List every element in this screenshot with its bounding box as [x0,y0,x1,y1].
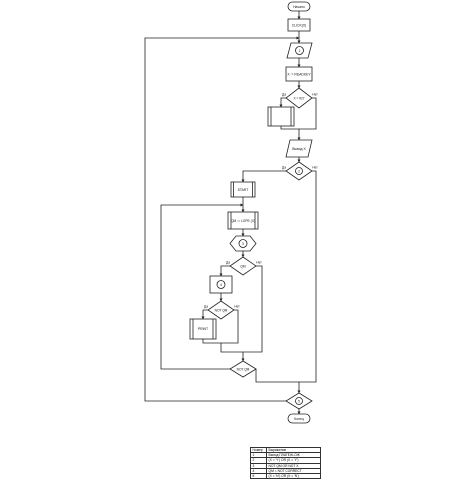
loop-4-label: 4 [220,283,222,287]
legend-number: 5 [250,472,267,480]
decision-5: 5 [285,392,313,410]
no-label: Нет [312,93,318,97]
yes-label: Да [282,166,286,170]
print-process: PRINT [189,318,217,340]
table-row: 4 QM = NOT CORRECT [250,467,321,475]
flow-edges [144,11,317,415]
qm-assign-process: QM := LOPE (X) [227,211,259,230]
decision-x-label: X = #27 [293,97,304,101]
click-process: CLICK(X) [287,18,311,32]
legend-expression: NOT QM OR NOT X [266,462,321,469]
flowchart: Начало CLICK(X) 1 X := READKEY X = #27 Д… [144,1,318,424]
legend-expression: QM = NOT CORRECT [266,467,321,475]
decision-2: 2 Да Нет [282,161,318,181]
yes-label: Да [204,305,208,309]
decision-qm: QM Да Нет [226,256,262,276]
start-process-label: START [238,188,249,192]
decision-x-escape: X = #27 Да Нет [282,87,318,109]
decision-not-qm-exit: NOT QM [229,360,257,378]
legend-expression: (X = 'N') OR (X = 'N') [266,472,321,480]
readkey-process: X := READKEY [285,66,313,82]
end-terminal: Конец [287,413,311,424]
start-terminal: Начало [287,1,311,12]
decision-not-qm-label: NOT QM [215,308,228,312]
loop-1-block: 1 [286,42,313,59]
decision-2-label: 2 [298,169,300,173]
no-label: Нет [256,261,262,265]
no-label: Нет [234,305,240,309]
decision-not-qm-exit-label: NOT QM [237,367,250,371]
loop-1-label: 1 [299,49,301,53]
writeln-block: Вывод X [267,106,295,127]
loop-3-block: 3 [229,235,257,252]
click-label: CLICK(X) [292,24,307,28]
output-label: Вывод X [292,147,306,151]
yes-label: Да [282,93,286,97]
print-label: PRINT [198,327,208,331]
end-label: Конец [294,417,304,421]
no-label: Нет [312,166,318,170]
qm-assign-label: QM := LOPE (X) [231,219,255,223]
decision-not-qm: NOT QM Да Нет [204,300,240,320]
yes-label: Да [226,261,230,265]
start-label: Начало [293,5,305,9]
legend-expression: (X = 'Y') OR (X = 'Y') [266,457,321,464]
output-block: Вывод X [285,139,313,158]
decision-5-label: 5 [298,399,300,403]
readkey-label: X := READKEY [287,73,311,77]
legend-expression: Выход ПЛАТЕЖ-ОЖ [266,452,321,459]
start-process: START [230,181,256,198]
decision-qm-label: QM [240,264,246,268]
legend-table: Номер Выражение 1 Выход ПЛАТЕЖ-ОЖ 2 (X =… [250,446,321,480]
table-row: 5 (X = 'N') OR (X = 'N') [250,472,321,480]
loop-4-block: 4 [209,275,233,294]
loop-3-label: 3 [242,242,244,246]
